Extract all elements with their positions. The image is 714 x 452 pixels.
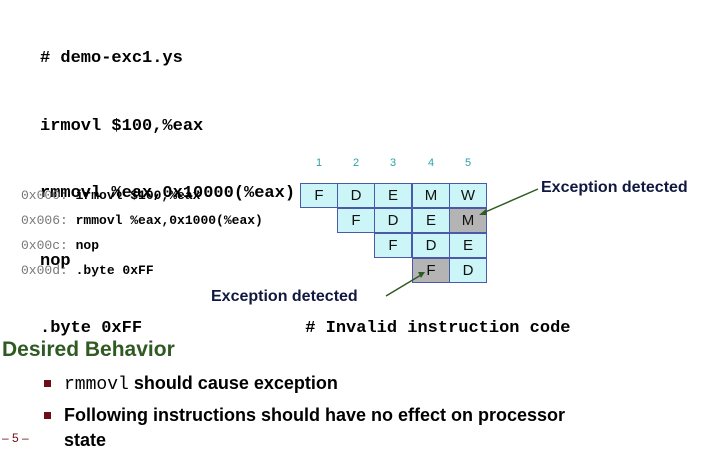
- instruction-row: 0x006: rmmovl %eax,0x1000(%eax): [21, 208, 263, 233]
- arrow-head: [418, 272, 425, 278]
- instruction-address: 0x00d:: [21, 263, 68, 278]
- pipeline-cell: D: [374, 208, 412, 233]
- pipeline-cell: E: [412, 208, 450, 233]
- code-line: # demo-exc1.ys: [40, 49, 183, 68]
- pipeline-cell: E: [449, 233, 487, 258]
- pipeline-cell: F: [374, 233, 412, 258]
- instruction-row: 0x00c: nop: [21, 233, 99, 258]
- stage-number: 2: [352, 157, 360, 169]
- pipeline-cell-exception: M: [449, 208, 487, 233]
- instruction-text: irmovl $100,%eax: [75, 188, 201, 203]
- section-title: Desired Behavior: [2, 338, 175, 361]
- bullet-text: rmmovl should cause exception: [64, 373, 338, 395]
- pipeline-cell: D: [337, 183, 375, 208]
- instruction-text: rmmovl %eax,0x1000(%eax): [75, 213, 263, 228]
- instruction-address: 0x00c:: [21, 238, 68, 253]
- bullet-marker: [44, 412, 51, 419]
- pipeline-cell: W: [449, 183, 487, 208]
- instruction-row: 0x000: irmovl $100,%eax: [21, 183, 200, 208]
- arrow-line: [482, 188, 539, 214]
- stage-number: 3: [389, 157, 397, 169]
- bullet-text: Following instructions should have no ef…: [64, 405, 566, 425]
- page-number: – 5 –: [2, 431, 29, 445]
- pipeline-cell: F: [337, 208, 375, 233]
- instruction-text: nop: [75, 238, 100, 253]
- code-line: nop: [40, 251, 71, 271]
- pipeline-cell: E: [374, 183, 412, 208]
- code-term: rmmovl: [64, 375, 129, 395]
- exception-label: Exception detected: [211, 288, 358, 305]
- code-line: .byte 0xFF # Invalid instruction code: [40, 319, 571, 338]
- arrow-line: [385, 274, 422, 297]
- bullet-description: should cause exception: [128, 373, 338, 393]
- instruction-address: 0x006:: [21, 213, 68, 228]
- bullet-text-continuation: state: [64, 430, 107, 450]
- instruction-row: 0x00d: .byte 0xFF: [21, 258, 154, 283]
- instruction-address: 0x000:: [21, 188, 68, 203]
- arrow-head: [479, 209, 487, 215]
- exception-label: Exception detected: [541, 179, 688, 196]
- stage-number: 1: [315, 157, 323, 169]
- code-line: irmovl $100,%eax: [40, 116, 204, 136]
- pipeline-cell-exception: F: [412, 258, 450, 283]
- instruction-text: .byte 0xFF: [75, 263, 154, 278]
- pipeline-cell: D: [449, 258, 487, 283]
- stage-number: 5: [464, 157, 472, 169]
- stage-number: 4: [427, 157, 435, 169]
- pipeline-cell: F: [300, 183, 338, 208]
- bullet-marker: [44, 380, 51, 387]
- pipeline-cell: D: [412, 233, 450, 258]
